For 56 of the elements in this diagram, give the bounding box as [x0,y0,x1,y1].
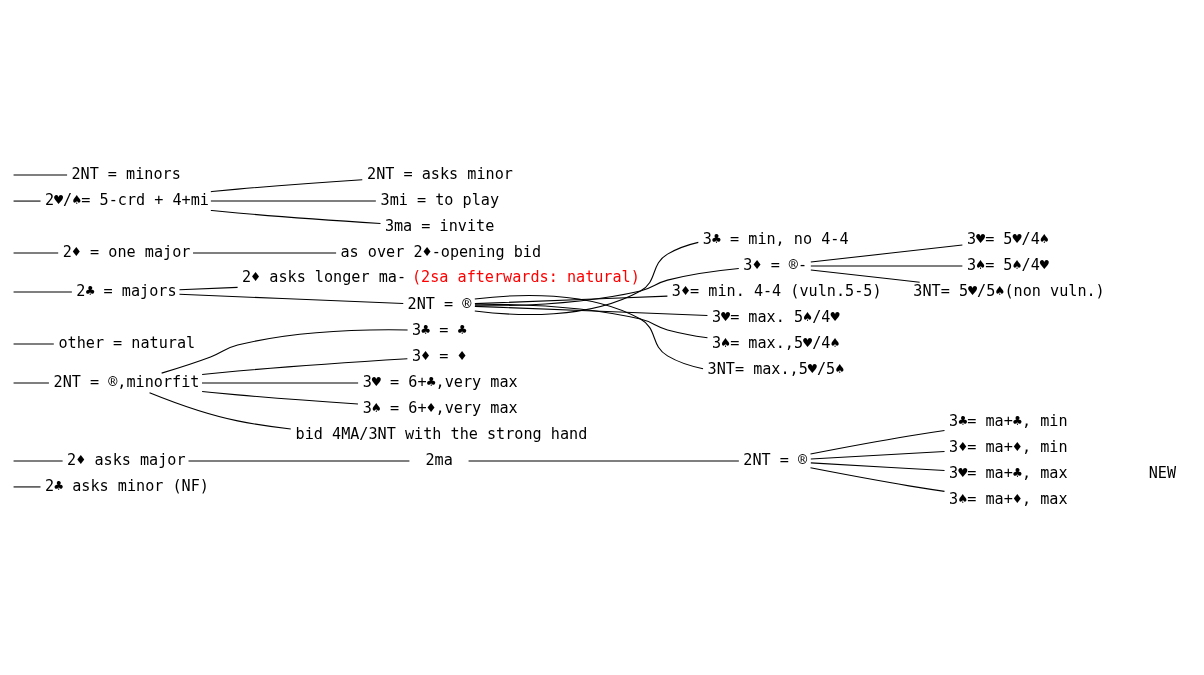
node-text: 3♣ = min, no 4-4 [702,230,849,249]
connector [474,294,704,370]
node-text: 3♦= ma+♦, min [949,437,1068,456]
node-text: 3♥= max. 5♠/4♥ [711,308,840,327]
node-text: as over 2♦-opening bid [340,243,542,262]
node-text: 2NT = asks minor [367,165,513,184]
node-text: 3♥= 5♥/4♠ [966,230,1049,249]
node-text: 2♦ asks major [67,450,186,469]
connector [474,295,668,305]
connector [474,241,699,316]
node-text: 3♥= ma+♣, max [949,463,1068,482]
connector [809,429,946,455]
node-text: 3♦ = ♦ [411,347,467,365]
connector [210,179,363,193]
connector [809,467,946,492]
node-text: 2♣ = majors [76,282,177,301]
node-text: 2NT = ® [743,450,808,469]
connector [810,462,946,471]
node-text: 2NT = minors [71,165,181,184]
connector [178,286,239,291]
node-text: 3NT= 5♥/5♠(non vuln.) [913,282,1105,301]
connector [810,244,963,263]
node-text: 2♣ asks minor (NF) [44,476,209,495]
node-text: 2♦ asks longer ma- [241,267,407,286]
connector [210,209,382,225]
connector [810,269,921,283]
node-text: 3NT= max.,5♥/5♠ [707,359,845,378]
node-text: 3♠= max.,5♥/4♠ [711,334,840,352]
node-text: 3♠ = 6+♦,very max [362,398,518,417]
node-text: 3mi = to play [380,191,500,210]
node-text: bid 4MA/3NT with the strong hand [295,424,588,443]
node-text: 2NT = ® [407,295,472,314]
node-text: other = natural [58,334,196,352]
node-text: 3♠= 5♠/4♥ [966,256,1049,275]
connector [201,358,408,376]
label: NEW [1148,463,1177,482]
node-text: 3♦= min. 4-4 (vuln.5-5) [671,282,882,301]
node-text: 2ma [425,450,453,469]
node-text: 3♥ = 6+♣,very max [362,372,518,391]
node-label: (2sa afterwards: natural) [411,267,640,286]
connector [810,450,946,460]
node-text: 3♣ = ♣ [411,321,467,340]
connector [474,267,740,307]
node-text: 3♠= ma+♦, max [949,489,1068,508]
node-text: 3♦ = ®- [743,256,808,275]
node-text: 3♣= ma+♣, min [949,411,1068,430]
connector [474,305,708,316]
connector [161,329,409,374]
node-text: 2♥/♠= 5-crd + 4+mi [44,191,209,210]
node-text: 2♦ = one major [62,243,191,262]
connector [149,392,292,430]
node-text: 2NT = ®,minorfit [53,372,200,391]
connector [178,293,404,305]
connector [474,303,708,339]
connector [201,390,359,405]
node-text: 3ma = invite [384,217,495,236]
